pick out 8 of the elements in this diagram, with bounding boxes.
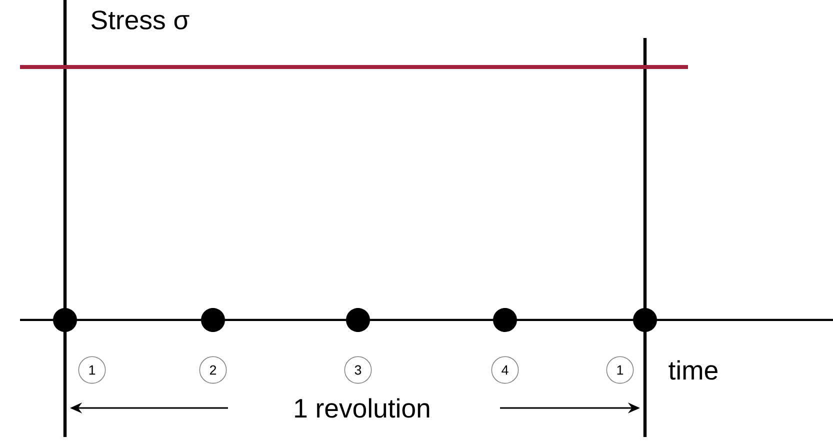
callout-number: 2 [199,356,227,384]
callout-number: 1 [606,356,634,384]
axis-label: time [668,360,718,380]
axis-label: Stress σ [91,10,190,30]
callout-number: 1 [78,356,106,384]
callout-number: 4 [491,356,519,384]
dimension-label: 1 revolution [295,398,430,418]
callout-number: 3 [344,356,372,384]
